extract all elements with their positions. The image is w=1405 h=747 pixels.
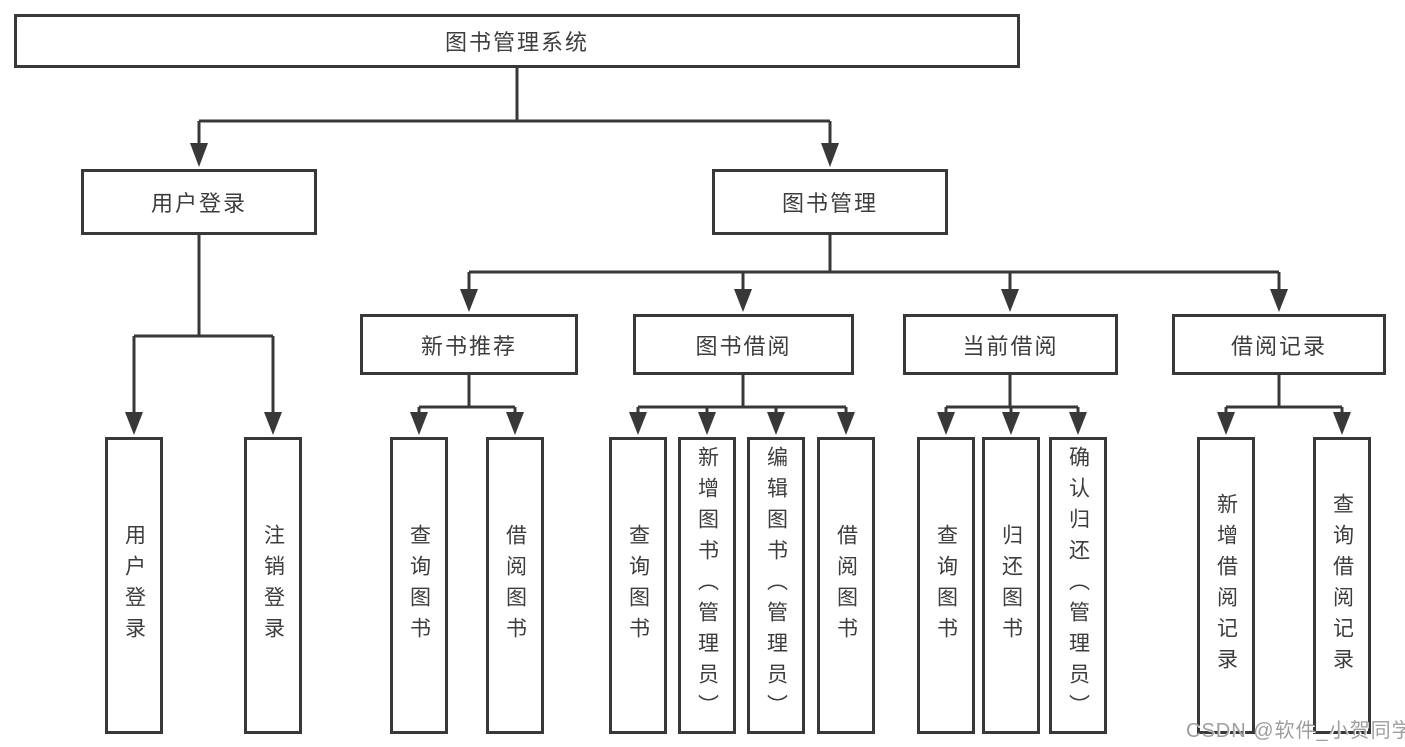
node-book-borrow-label: 图书借阅 — [695, 333, 792, 359]
node-new-book-recommend: 新书推荐 — [360, 314, 578, 375]
node-book-management-label: 图书管理 — [781, 191, 878, 216]
leaf-add-books-admin-label: 新增图书（管理员） — [695, 446, 719, 725]
node-current-borrow: 当前借阅 — [903, 314, 1118, 375]
leaf-borrow-books: 借阅图书 — [817, 437, 875, 734]
leaf-logout: 注销登录 — [244, 437, 302, 734]
leaf-borrow-query-books-label: 查询图书 — [626, 523, 650, 648]
leaf-current-query-books-label: 查询图书 — [934, 523, 958, 648]
leaf-recommend-borrow-books-label: 借阅图书 — [503, 523, 527, 648]
node-borrow-records-label: 借阅记录 — [1230, 333, 1327, 359]
node-user-login: 用户登录 — [81, 169, 317, 235]
node-user-login-label: 用户登录 — [150, 191, 247, 216]
node-library-management-system-label: 图书管理系统 — [444, 30, 589, 55]
node-book-borrow: 图书借阅 — [633, 314, 854, 375]
leaf-borrow-query-books: 查询图书 — [609, 437, 667, 734]
leaf-query-borrow-record: 查询借阅记录 — [1313, 437, 1371, 734]
node-current-borrow-label: 当前借阅 — [962, 333, 1059, 359]
node-new-book-recommend-label: 新书推荐 — [420, 333, 517, 359]
leaf-return-books-label: 归还图书 — [999, 523, 1023, 648]
leaf-add-books-admin: 新增图书（管理员） — [678, 437, 736, 734]
leaf-edit-books-admin-label: 编辑图书（管理员） — [764, 446, 788, 725]
leaf-recommend-query-books-label: 查询图书 — [407, 523, 431, 648]
leaf-logout-label: 注销登录 — [261, 523, 285, 648]
leaf-user-login-label: 用户登录 — [122, 523, 146, 648]
leaf-edit-books-admin: 编辑图书（管理员） — [747, 437, 805, 734]
leaf-confirm-return-admin: 确认归还（管理员） — [1049, 437, 1107, 734]
leaf-borrow-books-label: 借阅图书 — [834, 523, 858, 648]
leaf-return-books: 归还图书 — [982, 437, 1040, 734]
leaf-user-login: 用户登录 — [105, 437, 163, 734]
leaf-recommend-query-books: 查询图书 — [390, 437, 448, 734]
node-library-management-system: 图书管理系统 — [14, 14, 1020, 68]
csdn-watermark: CSDN @软件_小贺同学 — [1186, 720, 1405, 742]
leaf-confirm-return-admin-label: 确认归还（管理员） — [1066, 446, 1090, 725]
leaf-recommend-borrow-books: 借阅图书 — [486, 437, 544, 734]
node-borrow-records: 借阅记录 — [1172, 314, 1386, 375]
leaf-current-query-books: 查询图书 — [917, 437, 975, 734]
leaf-add-borrow-record: 新增借阅记录 — [1197, 437, 1255, 734]
leaf-add-borrow-record-label: 新增借阅记录 — [1214, 492, 1238, 679]
node-book-management: 图书管理 — [712, 169, 948, 235]
leaf-query-borrow-record-label: 查询借阅记录 — [1330, 492, 1354, 679]
